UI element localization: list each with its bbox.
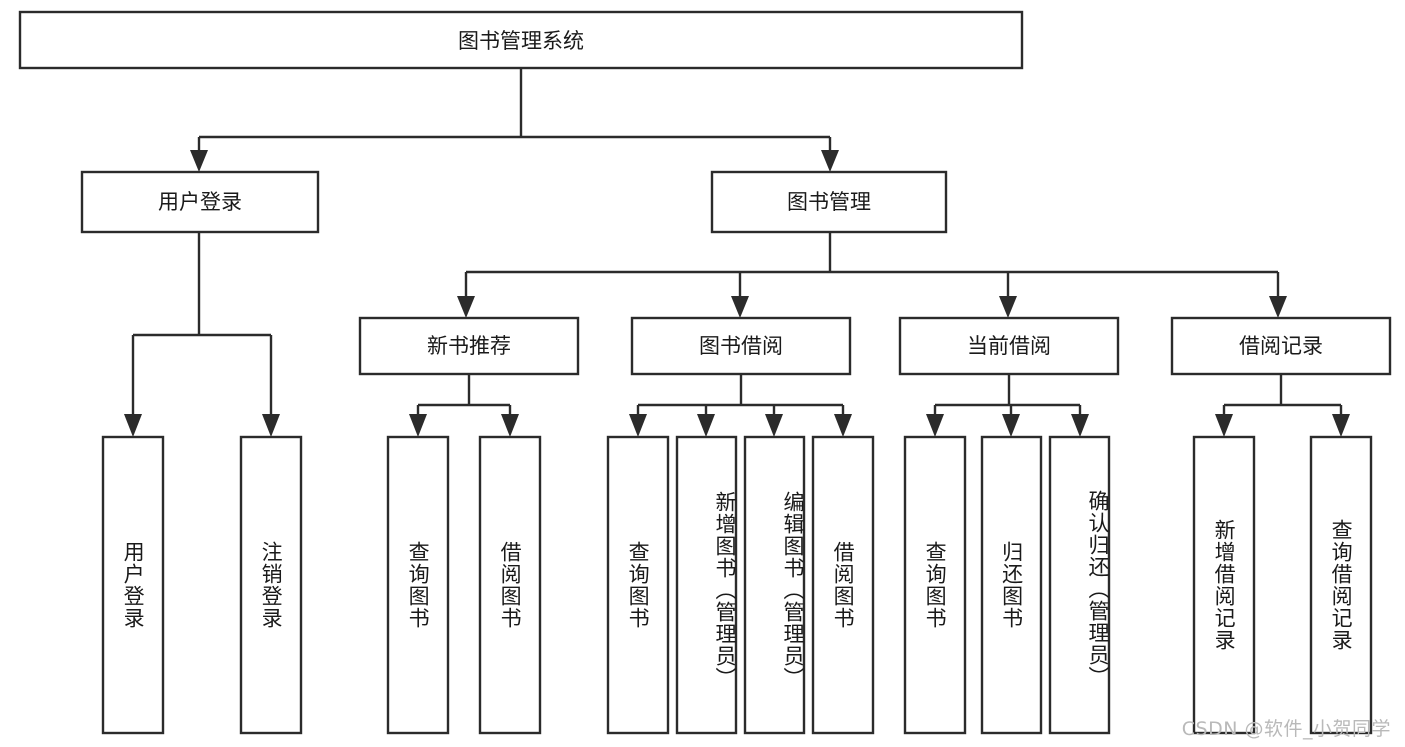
node-book-management-label: 图书管理 (787, 190, 871, 214)
arrow-head-newbook-leaf-2 (501, 414, 519, 437)
node-book-borrow[interactable]: 图书借阅 (630, 316, 852, 376)
leaf-box-cb-confirm-return[interactable] (1048, 435, 1111, 735)
leaf-box-nb-query-book[interactable] (386, 435, 450, 735)
arrow-head-bookborrow-leaf-2 (697, 414, 715, 437)
arrow-head-borrowrecord-leaf-1 (1215, 414, 1233, 437)
node-user-login-label: 用户登录 (158, 190, 242, 214)
leaf-box-bb-query-book[interactable] (606, 435, 670, 735)
leaf-box-bb-borrow-book[interactable] (811, 435, 875, 735)
leaf-box-cb-query-book[interactable] (903, 435, 967, 735)
node-book-borrow-label: 图书借阅 (699, 334, 783, 358)
arrow-head-currentborrow-leaf-2 (1002, 414, 1020, 437)
node-borrow-record[interactable]: 借阅记录 (1170, 316, 1392, 376)
node-current-borrow[interactable]: 当前借阅 (898, 316, 1120, 376)
arrow-head-bookborrow-leaf-3 (765, 414, 783, 437)
leaf-box-user-login[interactable] (101, 435, 165, 735)
leaf-box-nb-borrow-book[interactable] (478, 435, 542, 735)
leaf-box-logout[interactable] (239, 435, 303, 735)
nodes-group: 图书管理系统 用户登录 图书管理 新书推荐 图书借阅 当前 (18, 10, 1392, 735)
node-root-label: 图书管理系统 (458, 29, 584, 53)
arrow-head-currentborrow-leaf-1 (926, 414, 944, 437)
arrow-head-user-login (190, 150, 208, 172)
arrow-head-borrowrecord-leaf-2 (1332, 414, 1350, 437)
arrow-head-new-book (457, 296, 475, 318)
arrow-head-book-borrow (731, 296, 749, 318)
node-new-book-recommend[interactable]: 新书推荐 (358, 316, 580, 376)
arrow-head-currentborrow-leaf-3 (1071, 414, 1089, 437)
csdn-watermark: CSDN @软件_小贺同学 (1181, 718, 1391, 740)
node-borrow-record-label: 借阅记录 (1239, 334, 1323, 358)
leaf-box-cb-return-book[interactable] (980, 435, 1043, 735)
arrow-head-book-manage (821, 150, 839, 172)
node-current-borrow-label: 当前借阅 (967, 334, 1051, 358)
leaf-box-br-add-record[interactable] (1192, 435, 1256, 735)
leaf-box-bb-add-book[interactable] (675, 435, 738, 735)
arrow-head-borrow-record (1269, 296, 1287, 318)
arrow-head-user-leaf-1 (124, 414, 142, 437)
arrow-head-bookborrow-leaf-4 (834, 414, 852, 437)
node-root[interactable]: 图书管理系统 (18, 10, 1024, 70)
node-new-book-recommend-label: 新书推荐 (427, 334, 511, 358)
arrow-head-newbook-leaf-1 (409, 414, 427, 437)
leaf-box-br-query-record[interactable] (1309, 435, 1373, 735)
connectors-group (124, 68, 1350, 437)
arrow-head-bookborrow-leaf-1 (629, 414, 647, 437)
arrow-head-current-borrow (999, 296, 1017, 318)
leaf-box-bb-edit-book[interactable] (743, 435, 806, 735)
arrow-head-user-leaf-2 (262, 414, 280, 437)
node-book-management[interactable]: 图书管理 (710, 170, 948, 234)
node-user-login[interactable]: 用户登录 (80, 170, 320, 234)
